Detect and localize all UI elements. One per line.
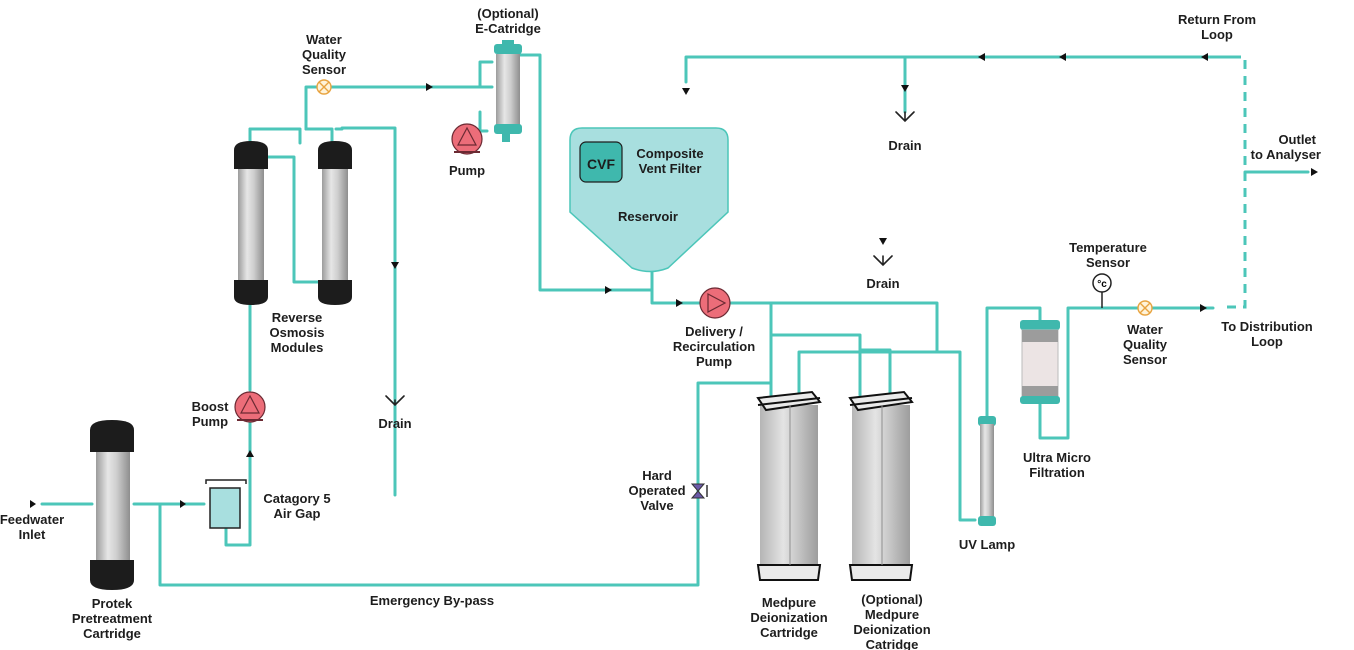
outlet-label: to Analyser xyxy=(1251,147,1321,162)
protek-pretreatment-cartridge xyxy=(90,420,134,590)
water-quality-sensor-right-icon xyxy=(1137,300,1153,316)
flow-arrows xyxy=(30,53,1318,508)
drain-label: Drain xyxy=(378,416,411,431)
hand-valve-label: Hard xyxy=(642,468,672,483)
boost-pump-label: Boost xyxy=(192,399,230,414)
optional-medpure-label: Deionization xyxy=(853,622,930,637)
pump-icon xyxy=(451,123,483,155)
medpure-label: Medpure xyxy=(762,595,816,610)
arrow-top-2 xyxy=(978,53,985,61)
water-quality-sensor-right-label: Water xyxy=(1127,322,1163,337)
arrow-drain-mid xyxy=(879,238,887,245)
e-cartridge-icon xyxy=(494,40,522,142)
arrow-outlet xyxy=(1311,168,1318,176)
hand-valve-icon xyxy=(690,483,708,499)
optional-medpure-label: (Optional) xyxy=(861,592,922,607)
drain-label: Drain xyxy=(888,138,921,153)
hand-valve-label: Operated xyxy=(628,483,685,498)
ro-modules-label: Modules xyxy=(271,340,324,355)
temperature-sensor-label: Sensor xyxy=(1086,255,1130,270)
medpure-deionization-cartridge xyxy=(756,390,822,581)
protek-label: Cartridge xyxy=(83,626,141,641)
arrow-res-in xyxy=(605,286,612,294)
emergency-bypass-label: Emergency By-pass xyxy=(370,593,494,608)
e-cartridge-label: (Optional) xyxy=(477,6,538,21)
water-quality-sensor-label: Sensor xyxy=(302,62,346,77)
protek-label: Pretreatment xyxy=(72,611,153,626)
outlet-label: Outlet xyxy=(1278,132,1316,147)
ultra-micro-filtration-label: Filtration xyxy=(1029,465,1085,480)
air-gap-icon xyxy=(205,479,247,529)
labels: Water Quality Sensor (Optional) E-Catrid… xyxy=(0,6,1321,650)
cvf-label: CVF xyxy=(587,156,615,172)
distribution-loop-label: Loop xyxy=(1251,334,1283,349)
water-quality-sensor-icon xyxy=(316,79,332,95)
protek-label: Protek xyxy=(92,596,133,611)
arrow-wqs xyxy=(426,83,433,91)
composite-vent-filter-label: Vent Filter xyxy=(639,161,702,176)
feedwater-inlet-label: Feedwater xyxy=(0,512,64,527)
reservoir-label: Reservoir xyxy=(618,209,678,224)
arrow-ro-drain xyxy=(391,262,399,269)
return-loop-label: Return From xyxy=(1178,12,1256,27)
temp-symbol: °c xyxy=(1097,279,1107,290)
ultra-micro-filtration-label: Ultra Micro xyxy=(1023,450,1091,465)
drain-icon xyxy=(895,111,915,123)
optional-medpure-deionization-cartridge xyxy=(848,390,914,581)
drain-symbols xyxy=(385,111,915,407)
drain-icon xyxy=(873,255,893,267)
delivery-pump-label: Pump xyxy=(696,354,732,369)
optional-medpure-label: Catridge xyxy=(866,637,919,650)
arrow-dist xyxy=(1200,304,1207,312)
reverse-osmosis-modules xyxy=(234,141,352,305)
delivery-pump-icon xyxy=(699,287,731,319)
pipes xyxy=(40,53,1310,587)
arrow-top-1 xyxy=(1059,53,1066,61)
water-quality-sensor-right-label: Quality xyxy=(1123,337,1168,352)
arrow-top-down xyxy=(682,88,690,95)
air-gap-label: Catagory 5 xyxy=(263,491,330,506)
arrow-airgap xyxy=(180,500,186,508)
water-quality-sensor-right-label: Sensor xyxy=(1123,352,1167,367)
temperature-sensor-label: Temperature xyxy=(1069,240,1147,255)
feedwater-inlet-label: Inlet xyxy=(19,527,46,542)
composite-vent-filter-label: Composite xyxy=(636,146,703,161)
drain-label: Drain xyxy=(866,276,899,291)
pump-label: Pump xyxy=(449,163,485,178)
boost-pump-icon xyxy=(234,391,266,423)
arrow-drain-top xyxy=(901,85,909,92)
distribution-loop-label: To Distribution xyxy=(1221,319,1313,334)
ro-modules-label: Osmosis xyxy=(270,325,325,340)
ultra-micro-filtration-icon xyxy=(1020,320,1060,404)
drain-icon xyxy=(385,395,405,407)
arrow-boost xyxy=(246,450,254,457)
arrow-feed xyxy=(30,500,36,508)
ro-modules-label: Reverse xyxy=(272,310,323,325)
reservoir-tank xyxy=(569,127,729,273)
return-loop-label: Loop xyxy=(1201,27,1233,42)
medpure-label: Deionization xyxy=(750,610,827,625)
boost-pump-label: Pump xyxy=(192,414,228,429)
hand-valve-label: Valve xyxy=(640,498,673,513)
optional-medpure-label: Medpure xyxy=(865,607,919,622)
temperature-sensor-icon: °c xyxy=(1092,273,1112,308)
medpure-label: Cartridge xyxy=(760,625,818,640)
e-cartridge-label: E-Catridge xyxy=(475,21,541,36)
arrow-delivery xyxy=(676,299,683,307)
water-quality-sensor-label: Water xyxy=(306,32,342,47)
delivery-pump-label: Recirculation xyxy=(673,339,755,354)
arrow-top-3 xyxy=(1201,53,1208,61)
uv-lamp-label: UV Lamp xyxy=(959,537,1015,552)
air-gap-label: Air Gap xyxy=(274,506,321,521)
uv-lamp-icon xyxy=(978,416,996,526)
delivery-pump-label: Delivery / xyxy=(685,324,743,339)
water-quality-sensor-label: Quality xyxy=(302,47,347,62)
